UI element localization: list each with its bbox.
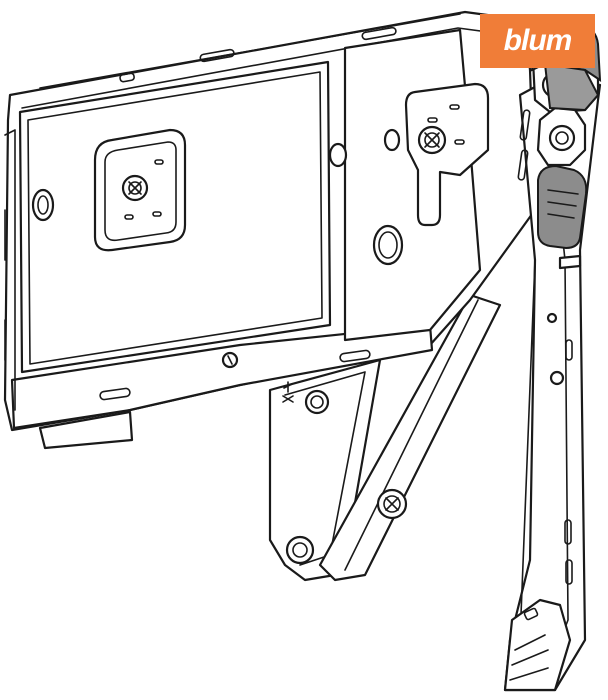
support-arm-lower bbox=[268, 358, 382, 582]
brand-logo: blum bbox=[480, 14, 595, 68]
brand-logo-text: blum bbox=[503, 24, 573, 57]
diagonal-lever bbox=[318, 293, 502, 582]
mounting-plate-right bbox=[404, 82, 490, 227]
arm-pivot-hole bbox=[285, 535, 315, 565]
release-handle bbox=[537, 164, 588, 250]
arm-upper-hole bbox=[304, 389, 330, 415]
housing-body bbox=[3, 10, 537, 450]
